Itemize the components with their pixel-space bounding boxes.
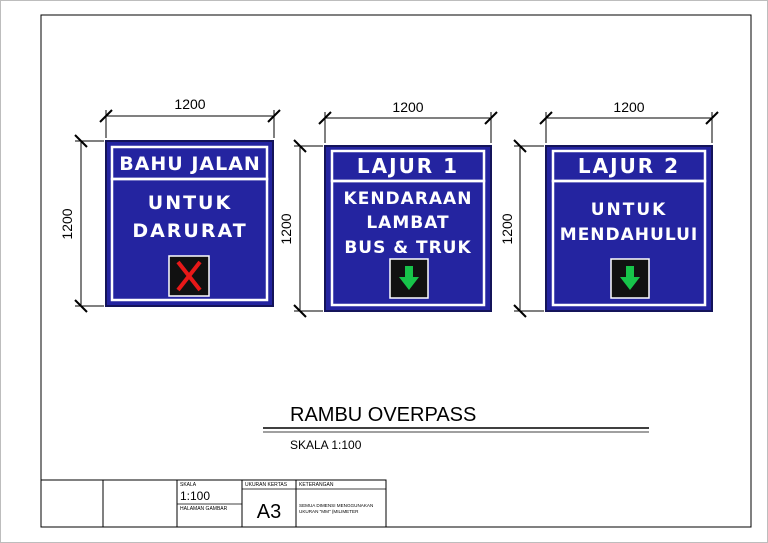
sign-1-dim-v-tick-bottom	[74, 299, 88, 313]
sign-2-header-text: LAJUR 1	[357, 154, 459, 178]
sign-2-dim-h-tick-right	[484, 111, 498, 125]
keterangan-label: KETERANGAN	[299, 482, 334, 488]
sign-2-body-frame	[330, 179, 486, 307]
title-block: SKALA 1:100 HALAMAN GAMBAR UKURAN KERTAS…	[40, 479, 387, 528]
sign-1-body-frame	[110, 177, 269, 302]
x-mark-icon	[168, 255, 210, 297]
sign-3-dim-v-label: 1200	[499, 213, 515, 244]
sign-3-body-frame	[551, 179, 707, 307]
sign-1-x-stroke-b	[176, 260, 202, 292]
sign-1-dim-h-tick-right	[267, 109, 281, 123]
sign-3-dim-h-label: 1200	[613, 99, 644, 115]
sign-2-dim-h-label: 1200	[392, 99, 423, 115]
sign-1-group: 1200 1200 BAHU JALAN UNTUK DARURAT	[59, 96, 281, 313]
sign-3-header-text: LAJUR 2	[578, 154, 680, 178]
ukuran-label: UKURAN KERTAS	[245, 482, 288, 488]
sign-1-dim-h-label: 1200	[174, 96, 205, 112]
keterangan-line-1: SEMUA DIMENSI MENGGUNAKAN	[299, 503, 373, 508]
sign-2-dim-v-label: 1200	[278, 213, 294, 244]
sign-3-dim-v-tick-bottom	[513, 304, 527, 318]
sign-2-line-3: BUS & TRUK	[344, 238, 471, 258]
sign-2-arrow-head	[399, 277, 419, 290]
sign-1-header-text: BAHU JALAN	[119, 153, 261, 175]
sign-2-line-2: LAMBAT	[366, 213, 449, 233]
scale-note: SKALA 1:100	[290, 438, 362, 452]
ukuran-value: A3	[257, 501, 281, 523]
sign-1-dim-v-label: 1200	[59, 208, 75, 239]
drawing-frame	[40, 14, 752, 528]
sign-3-arrow-head	[620, 277, 640, 290]
sign-3-line-1: UNTUK	[591, 200, 668, 220]
sign-3-dim-v-tick-top	[513, 139, 527, 153]
sign-1-dim-h-tick-left	[99, 109, 113, 123]
sign-1-line-1: UNTUK	[148, 192, 232, 214]
sign-2-arrow-shaft	[405, 266, 413, 278]
sign-2-dim-v-tick-top	[293, 139, 307, 153]
sign-3-group: 1200 1200 LAJUR 2 UNTUK MENDAHULUI	[499, 99, 719, 318]
title-block-frame	[40, 479, 387, 528]
keterangan-line-2: UKURAN "MM" (MILIMETER	[299, 509, 359, 514]
sign-3-dim-h-tick-right	[705, 111, 719, 125]
sign-3-line-2: MENDAHULUI	[560, 225, 698, 245]
halaman-label: HALAMAN GAMBAR	[180, 506, 228, 512]
arrow-down-icon	[389, 258, 429, 299]
sign-3-arrow-shaft	[626, 266, 634, 278]
sign-2-group: 1200 1200 LAJUR 1 KENDARAAN LAMBAT BUS &…	[278, 99, 498, 318]
sign-1-line-2: DARURAT	[132, 220, 247, 242]
sign-2-dim-v-tick-bottom	[293, 304, 307, 318]
sign-1-dim-v-tick-top	[74, 134, 88, 148]
sign-2-dim-h-tick-left	[318, 111, 332, 125]
drawing-title: RAMBU OVERPASS	[290, 404, 476, 426]
sign-3-dim-h-tick-left	[539, 111, 553, 125]
skala-value: 1:100	[180, 489, 210, 503]
sign-2-line-1: KENDARAAN	[344, 189, 473, 209]
arrow-down-icon	[610, 258, 650, 299]
skala-label: SKALA	[180, 482, 197, 488]
